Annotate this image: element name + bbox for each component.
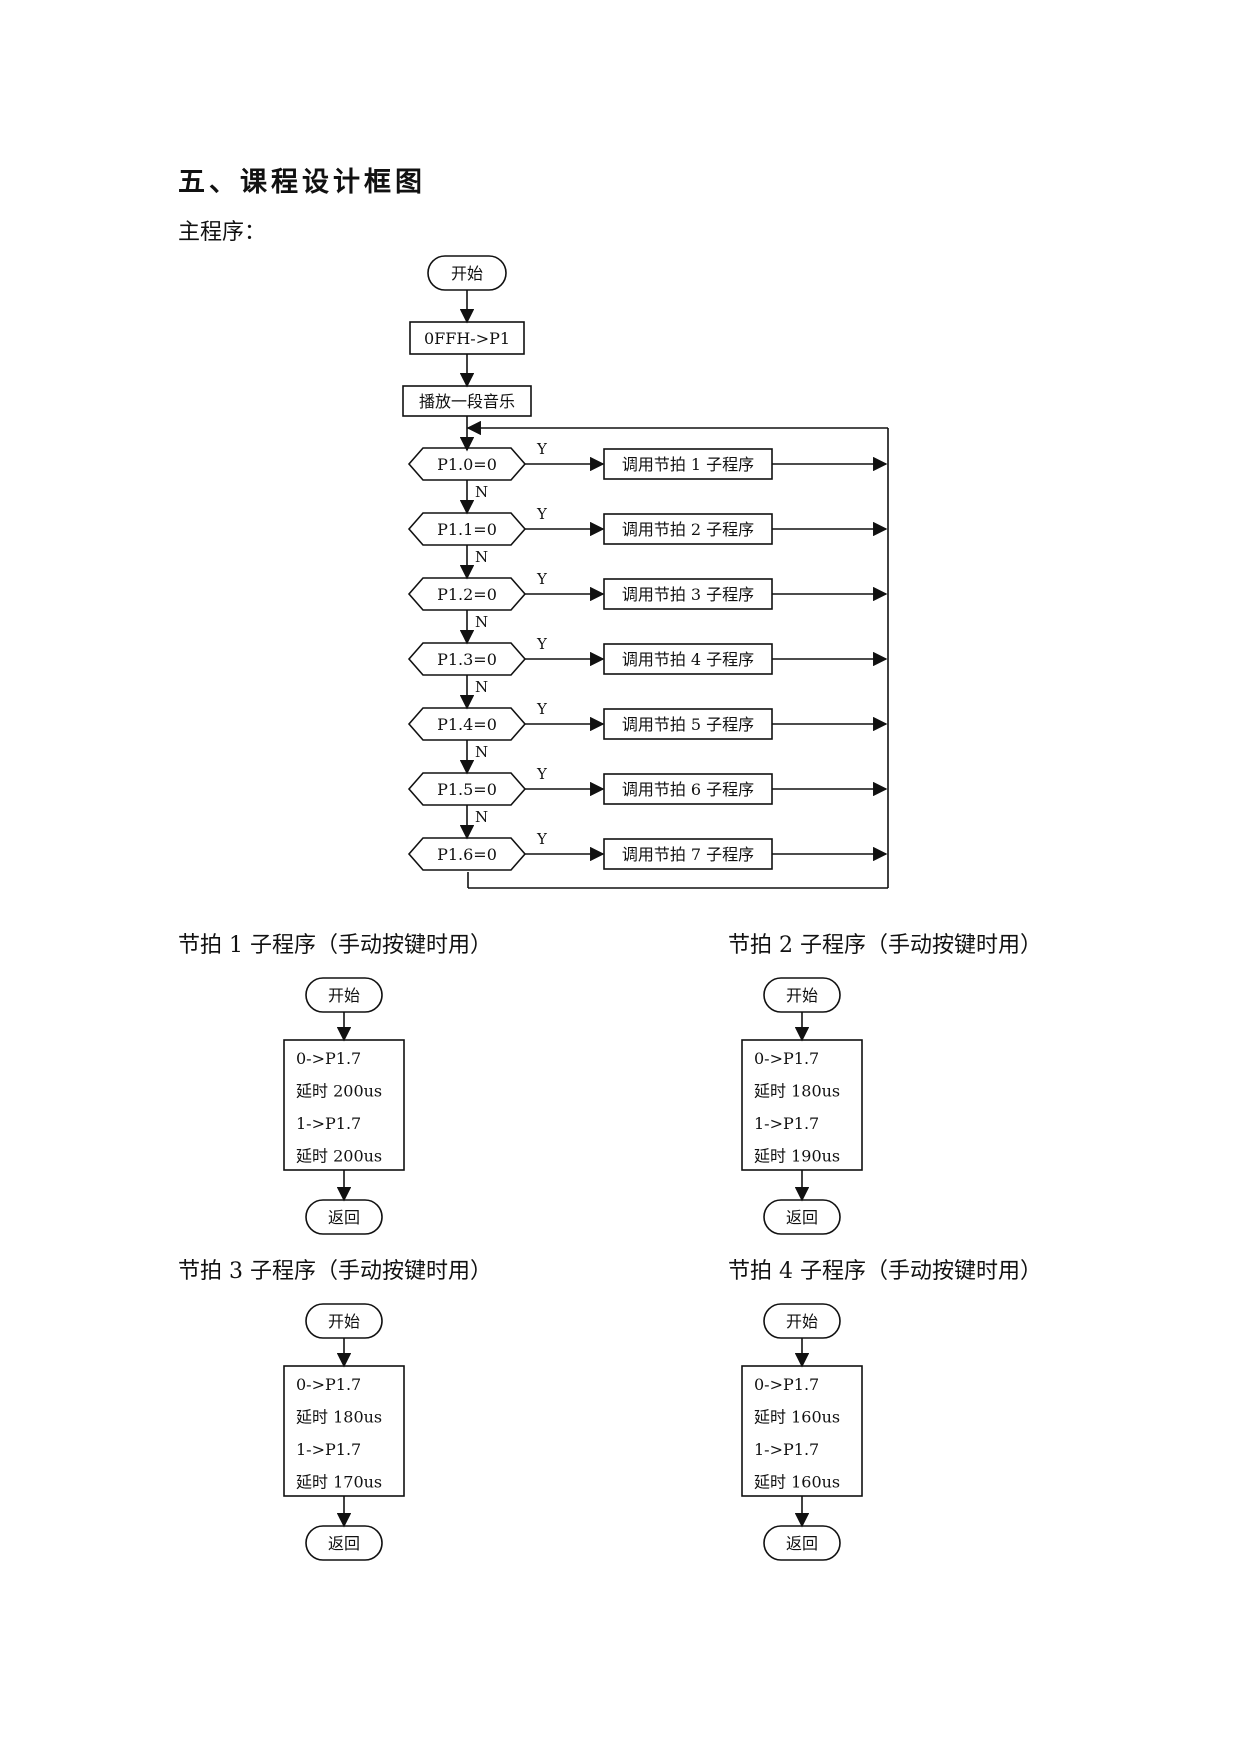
call-subroutine-text: 调用节拍 7 子程序 [622,845,754,864]
main-start-text: 开始 [451,264,483,283]
subroutine-title: 节拍 4 子程序（手动按键时用） [728,1259,1042,1284]
decision-condition: P1.3=0 [437,650,497,669]
no-label: N [475,613,488,631]
call-subroutine-text: 调用节拍 2 子程序 [622,520,754,539]
init-process-text: 0FFH->P1 [424,329,510,348]
main-program-label: 主程序： [178,220,267,245]
decision-condition: P1.6=0 [437,845,497,864]
step-text: 0->P1.7 [296,1049,361,1068]
decision-condition: P1.4=0 [437,715,497,734]
start-text: 开始 [328,1312,360,1331]
return-text: 返回 [786,1208,818,1227]
return-terminal [305,1199,383,1235]
return-terminal [305,1525,383,1561]
step-text: 0->P1.7 [296,1375,361,1394]
step-text: 1->P1.7 [754,1114,819,1133]
subroutine-2: 节拍 2 子程序（手动按键时用） 开始 0->P1.7 延时 180us 1->P1.7… [728,933,1042,1235]
decision-condition: P1.2=0 [437,585,497,604]
start-text: 开始 [786,1312,818,1331]
yes-label: Y [536,570,548,588]
decision-condition: P1.5=0 [437,780,497,799]
start-text: 开始 [786,986,818,1005]
subroutine-title: 节拍 1 子程序（手动按键时用） [178,933,492,958]
no-label: N [475,743,488,761]
call-subroutine-text: 调用节拍 1 子程序 [622,455,754,474]
return-terminal [763,1199,841,1235]
step-text: 延时 200us [296,1082,382,1101]
decision-condition: P1.0=0 [437,455,497,474]
call-subroutine-text: 调用节拍 6 子程序 [622,780,754,799]
step-text: 延时 160us [754,1408,840,1427]
call-subroutine-text: 调用节拍 3 子程序 [622,585,754,604]
step-text: 0->P1.7 [754,1049,819,1068]
step-text: 延时 190us [754,1147,840,1166]
call-subroutine-text: 调用节拍 5 子程序 [622,715,754,734]
step-text: 延时 180us [296,1408,382,1427]
subroutine-title: 节拍 3 子程序（手动按键时用） [178,1259,492,1284]
subroutine-title: 节拍 2 子程序（手动按键时用） [728,933,1042,958]
yes-label: Y [536,505,548,523]
no-label: N [475,808,488,826]
no-label: N [475,548,488,566]
step-text: 1->P1.7 [754,1440,819,1459]
start-text: 开始 [328,986,360,1005]
return-text: 返回 [328,1208,360,1227]
subroutine-flowcharts: 节拍 1 子程序（手动按键时用） 开始 0->P1.7 延时 200us 1->P1.7… [178,933,1042,1561]
yes-label: Y [536,765,548,783]
yes-label: Y [536,440,548,458]
step-text: 延时 170us [296,1473,382,1492]
return-text: 返回 [786,1534,818,1553]
subroutine-3: 节拍 3 子程序（手动按键时用） 开始 0->P1.7 延时 180us 1->P1.7… [178,1259,492,1561]
call-subroutine-text: 调用节拍 4 子程序 [622,650,754,669]
subroutine-1: 节拍 1 子程序（手动按键时用） 开始 0->P1.7 延时 200us 1->P1.7… [178,933,492,1235]
return-terminal [763,1525,841,1561]
yes-label: Y [536,635,548,653]
step-text: 延时 200us [296,1147,382,1166]
yes-label: Y [536,830,548,848]
step-text: 延时 160us [754,1473,840,1492]
step-text: 0->P1.7 [754,1375,819,1394]
no-label: N [475,483,488,501]
yes-label: Y [536,700,548,718]
step-text: 1->P1.7 [296,1440,361,1459]
step-text: 1->P1.7 [296,1114,361,1133]
subroutine-4: 节拍 4 子程序（手动按键时用） 开始 0->P1.7 延时 160us 1->P1.7… [728,1259,1042,1561]
section-heading: 五、课程设计框图 [178,167,426,198]
return-text: 返回 [328,1534,360,1553]
no-label: N [475,678,488,696]
step-text: 延时 180us [754,1082,840,1101]
play-music-text: 播放一段音乐 [419,392,515,411]
decision-condition: P1.1=0 [437,520,497,539]
